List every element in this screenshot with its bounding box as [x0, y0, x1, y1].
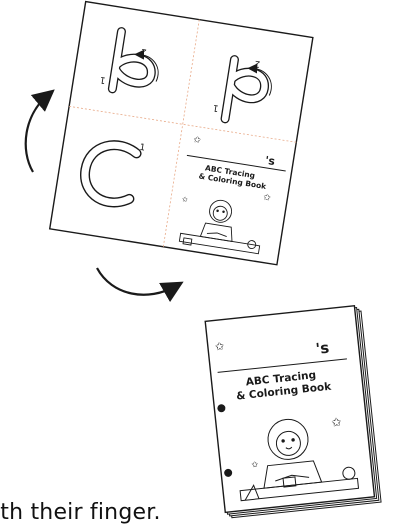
curved-arrow-up-icon	[26, 95, 48, 172]
star-icon: ✩	[214, 340, 225, 354]
booklet-front-cover	[205, 306, 374, 513]
star-icon: ✩	[180, 195, 188, 204]
star-icon: ✩	[331, 415, 342, 430]
star-icon: ✩	[251, 460, 259, 470]
instruction-caption: ith their finger.	[0, 500, 161, 525]
curved-arrow-right-icon	[97, 268, 176, 295]
sheet-outline	[50, 2, 313, 265]
finished-booklet: ✩ 's ABC Tracing & Coloring Book ✩ ✩	[205, 305, 381, 518]
booklet-owner-suffix: 's	[315, 339, 330, 358]
printable-sheet: 1 2 1 2 1 ✩ 's ABC Tracing & Coloring Bo…	[50, 2, 313, 265]
